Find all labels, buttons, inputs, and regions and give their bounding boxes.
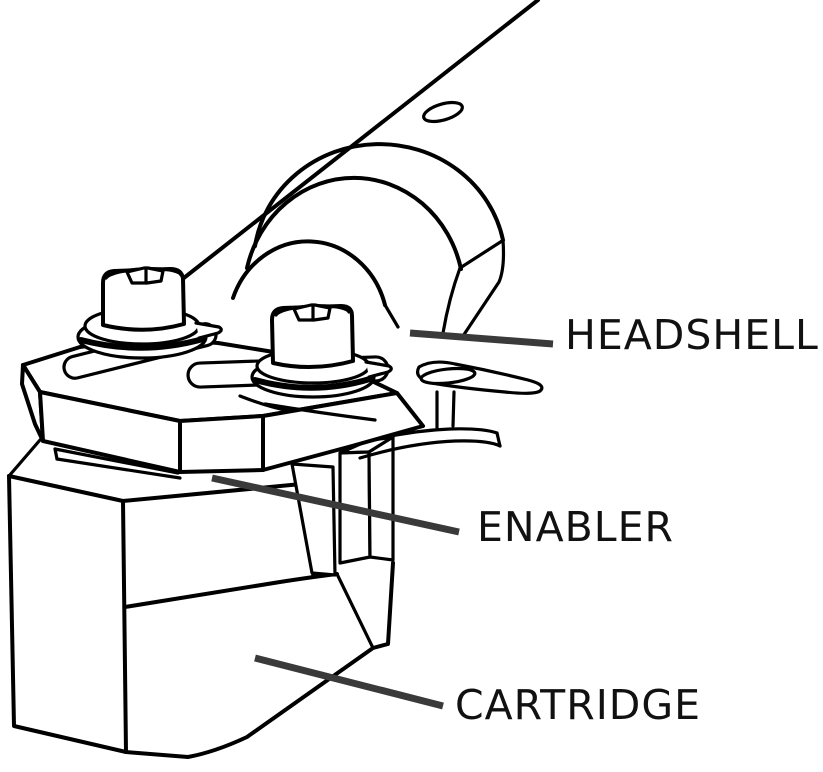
leader-line-headshell bbox=[409, 329, 554, 348]
cartridge-body bbox=[7, 438, 395, 759]
cartridge-rear-top-edge bbox=[7, 438, 42, 478]
label-headshell: HEADSHELL bbox=[565, 311, 819, 359]
washer-edge-left bbox=[78, 336, 206, 351]
leader-line-cartridge bbox=[254, 654, 444, 710]
finger-lift-tab-right bbox=[451, 390, 456, 428]
tonearm-hole bbox=[422, 100, 464, 124]
slot-tip-left bbox=[194, 321, 223, 340]
plate-front-face bbox=[178, 414, 265, 474]
tonearm-edge-line bbox=[178, 0, 540, 283]
enabler-lip-bottom bbox=[55, 457, 182, 480]
cartridge-left-outline bbox=[7, 474, 128, 754]
labels: HEADSHELL ENABLER CARTRIDGE bbox=[455, 311, 819, 729]
enabler-tab-right-face bbox=[367, 435, 395, 562]
shell-inner-edge bbox=[383, 303, 400, 329]
cartridge-fill bbox=[9, 476, 393, 757]
shell-rear-right-edge bbox=[461, 238, 506, 338]
label-enabler: ENABLER bbox=[477, 503, 674, 551]
cartridge-taper-edge bbox=[335, 572, 375, 650]
enabler-plate-edge bbox=[53, 447, 182, 480]
slot-edge-below-right bbox=[238, 394, 292, 413]
finger-lift-boss bbox=[419, 366, 477, 386]
label-cartridge: CARTRIDGE bbox=[455, 681, 701, 729]
collar-arc-outer bbox=[253, 142, 505, 248]
cartridge-front-left-edge bbox=[121, 499, 128, 754]
screw-head-right bbox=[270, 304, 355, 370]
enabler-tab-rear-slab bbox=[290, 462, 337, 577]
plate-right-face bbox=[261, 391, 425, 472]
plate-rear-edge-line bbox=[263, 402, 377, 422]
slot-tip-right bbox=[364, 360, 393, 379]
enabler-lip-top bbox=[53, 447, 180, 475]
rear-band-lower bbox=[358, 439, 502, 460]
leader-line-enabler bbox=[211, 474, 460, 536]
mounting-screw-right bbox=[238, 303, 393, 413]
collar-arc-inner bbox=[231, 239, 387, 307]
leader-lines bbox=[211, 329, 554, 710]
rear-band-cap bbox=[495, 431, 502, 448]
tonearm bbox=[178, 0, 540, 283]
shell-rear-left-edge bbox=[441, 266, 462, 335]
washer-edge-right bbox=[252, 376, 373, 391]
collar-arc-middle bbox=[245, 175, 463, 271]
shell-fold-edge bbox=[458, 239, 504, 270]
mounting-screw-left bbox=[76, 266, 223, 360]
headshell-shell bbox=[231, 142, 506, 338]
plate-left-bevel bbox=[20, 363, 45, 443]
enabler-lip-cap bbox=[53, 447, 59, 461]
